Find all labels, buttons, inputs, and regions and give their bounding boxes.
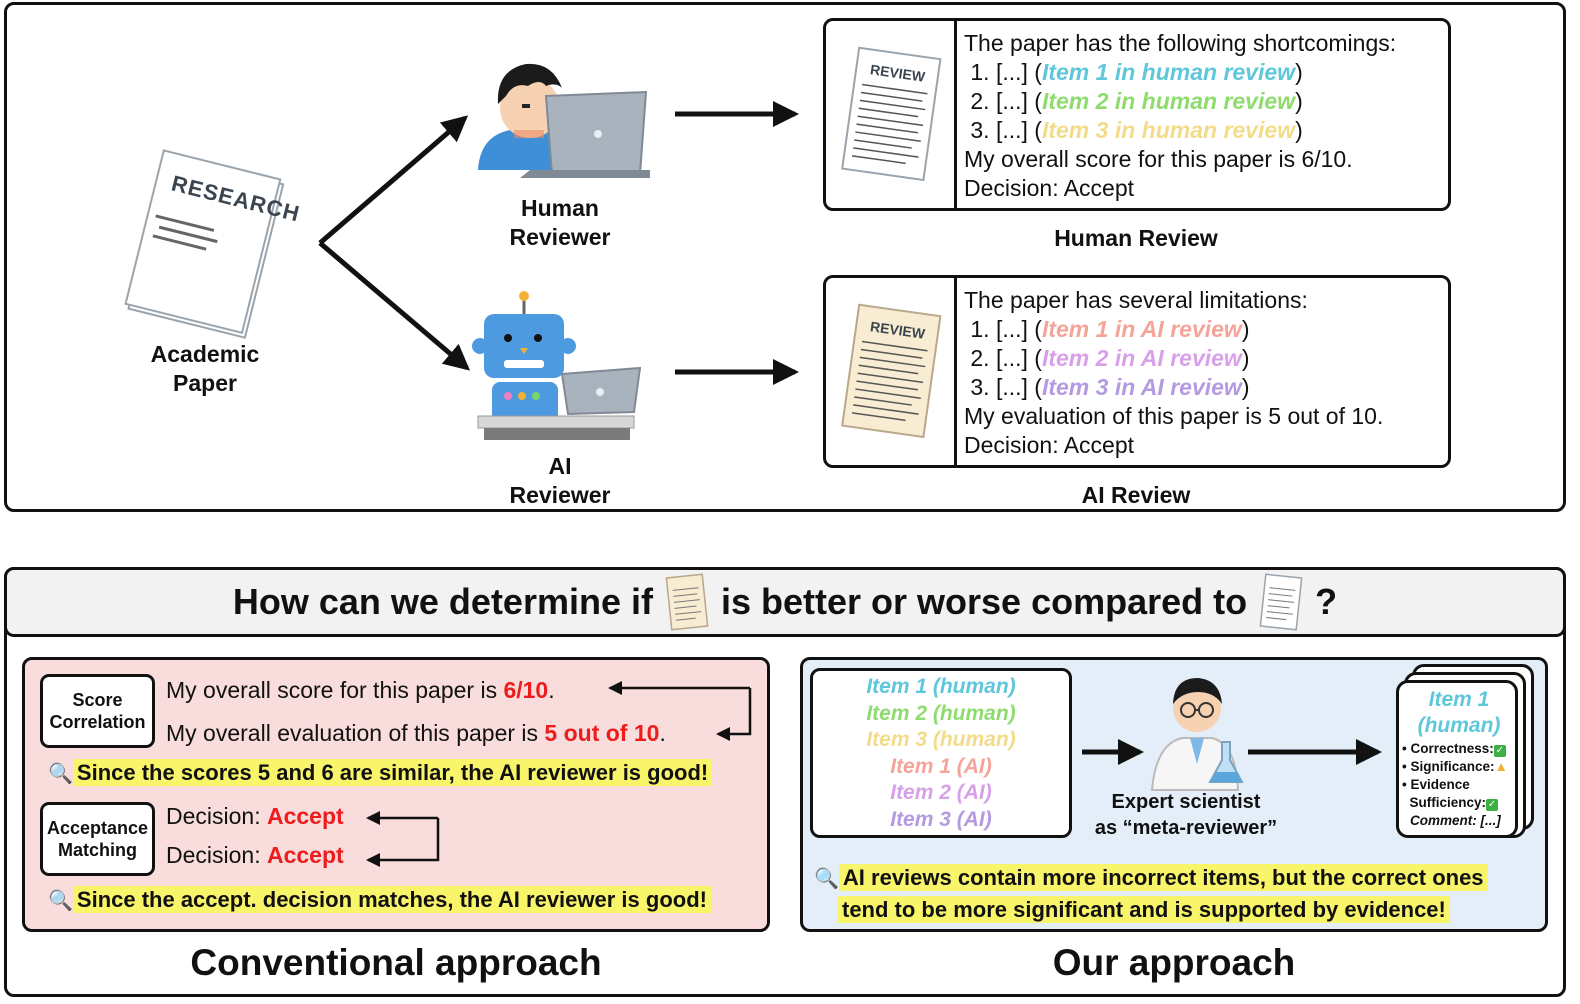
human-review-intro: The paper has the following shortcomings…: [964, 30, 1397, 56]
human-review-mini-icon: [1259, 573, 1303, 631]
check-icon: ✓: [1486, 799, 1499, 811]
human-review-box: REVIEW The paper has the following short…: [823, 18, 1451, 211]
ai-robot-reviewer-icon: [472, 291, 642, 440]
accept-conclusion: 🔍Since the accept. decision matches, the…: [48, 886, 711, 913]
human-review-item-1: 1. [...] (Item 1 in human review): [970, 59, 1303, 85]
ai-review-mini-icon: [665, 573, 709, 631]
score-compare-bracket: [608, 681, 752, 741]
list-item-human-2: Item 2 (human): [866, 701, 1016, 725]
human-review-item-3: 3. [...] (Item 3 in human review): [970, 117, 1303, 143]
question-text: How can we determine if is better or wor…: [4, 570, 1566, 634]
meta-review-card-lines: • Correctness:✓ • Significance:▲ • Evide…: [1402, 740, 1508, 830]
conventional-approach-title: Conventional approach: [190, 942, 602, 983]
list-item-ai-1: Item 1 (AI): [890, 754, 992, 778]
review-items-list-box: [810, 668, 1072, 838]
card-line-sufficiency: Sufficiency:✓: [1409, 795, 1499, 811]
conventional-decision-2: Decision: Accept: [166, 842, 344, 868]
human-review-score: My overall score for this paper is 6/10.: [964, 146, 1353, 172]
ai-review-item-2: 2. [...] (Item 2 in AI review): [970, 345, 1250, 371]
ai-review-document-icon: [841, 303, 942, 439]
list-item-ai-3: Item 3 (AI): [890, 807, 992, 831]
branch-arrows: [318, 101, 799, 385]
human-review-document-icon: [841, 46, 942, 182]
ai-review-item-3: 3. [...] (Item 3 in AI review): [970, 374, 1250, 400]
our-approach-title: Our approach: [1052, 942, 1296, 983]
question-part-1: How can we determine if: [232, 581, 653, 622]
human-review-caption: Human Review: [1054, 225, 1218, 251]
question-bar: [4, 567, 1566, 637]
meta-review-card-title: Item 1(human): [1417, 688, 1501, 737]
card-line-significance: • Significance:▲: [1402, 759, 1508, 774]
review-items-list: Item 1 (human) Item 2 (human) Item 3 (hu…: [810, 674, 1072, 833]
ai-review-box: REVIEW The paper has several limitations…: [823, 275, 1451, 468]
list-item-human-1: Item 1 (human): [866, 675, 1016, 698]
question-part-2: is better or worse compared to: [720, 581, 1248, 622]
ai-review-thumb-cell: REVIEW: [826, 278, 957, 465]
conventional-score-line-2: My overall evaluation of this paper is 5…: [166, 720, 666, 746]
conventional-decision-1: Decision: Accept: [166, 803, 344, 829]
meta-review-card: [1396, 680, 1518, 838]
human-review-item-2: 2. [...] (Item 2 in human review): [970, 88, 1303, 114]
overview-panel: [4, 2, 1566, 512]
ai-review-decision: Decision: Accept: [964, 432, 1135, 458]
human-review-text: The paper has the following shortcomings…: [964, 29, 1396, 203]
card-line-evidence: • Evidence: [1402, 777, 1470, 792]
card-comment: Comment: [...]: [1410, 813, 1501, 828]
decision-compare-bracket: [366, 811, 440, 867]
ai-review-score: My evaluation of this paper is 5 out of …: [964, 403, 1384, 429]
magnifier-icon: 🔍: [48, 890, 73, 912]
human-review-decision: Decision: Accept: [964, 175, 1135, 201]
magnifier-icon: 🔍: [814, 868, 839, 890]
list-item-ai-2: Item 2 (AI): [890, 781, 992, 804]
pipeline-arrows: [1082, 739, 1382, 765]
research-paper-icon: [124, 149, 285, 339]
human-reviewer-icon: [478, 63, 650, 178]
thumbs-up-icon: ▲: [1494, 759, 1508, 774]
scientist-icon: [1150, 678, 1244, 791]
conventional-score-line-1: My overall score for this paper is 6/10.: [166, 677, 555, 703]
human-review-thumb-cell: REVIEW: [826, 21, 957, 208]
our-conclusion: 🔍AI reviews contain more incorrect items…: [814, 863, 1488, 927]
ai-review-item-1: 1. [...] (Item 1 in AI review): [970, 316, 1250, 342]
ai-review-intro: The paper has several limitations:: [964, 287, 1308, 313]
magnifier-icon: 🔍: [48, 763, 73, 785]
check-icon: ✓: [1493, 745, 1506, 757]
score-conclusion: 🔍Since the scores 5 and 6 are similar, t…: [48, 759, 713, 786]
list-item-human-3: Item 3 (human): [866, 728, 1016, 751]
ai-review-text: The paper has several limitations: 1. [.…: [964, 286, 1383, 460]
ai-review-caption: AI Review: [1081, 482, 1191, 508]
card-line-correctness: • Correctness:✓: [1402, 741, 1506, 757]
question-part-3: ?: [1315, 581, 1338, 622]
